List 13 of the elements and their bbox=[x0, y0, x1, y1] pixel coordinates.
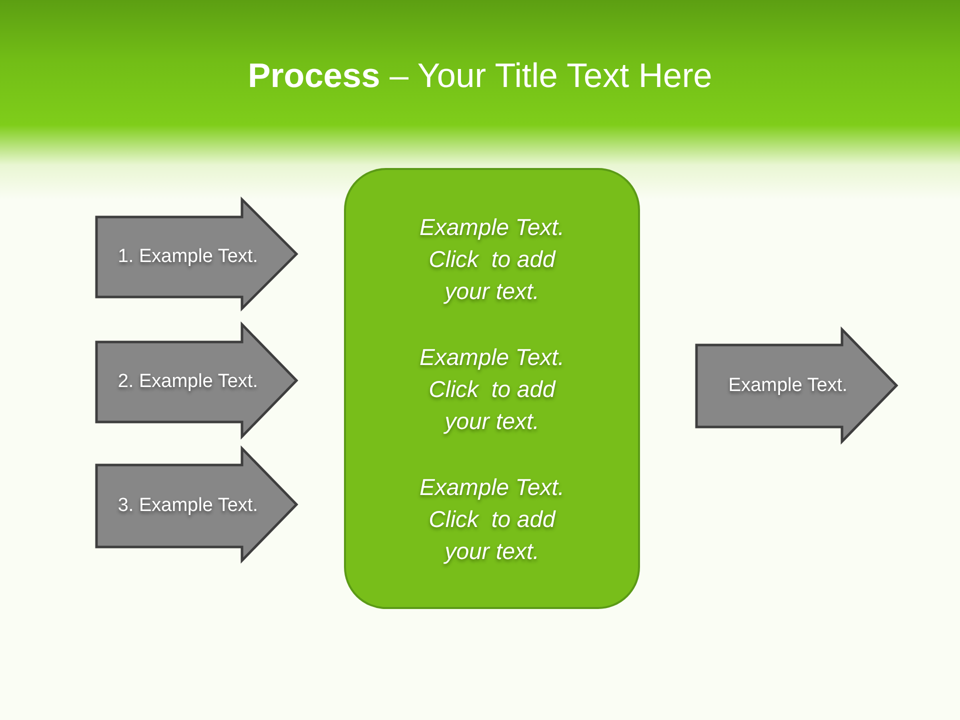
arrow-shape bbox=[695, 328, 898, 443]
arrow-shape bbox=[95, 323, 298, 438]
arrow-shape bbox=[95, 447, 298, 562]
panel-text: Example Text. Click to add your text. bbox=[418, 342, 566, 436]
arrow-shape bbox=[95, 198, 298, 310]
arrow-label: Example Text. bbox=[728, 374, 848, 398]
panel-text: Example Text. Click to add your text. bbox=[418, 472, 566, 566]
arrow-label: 2. Example Text. bbox=[118, 370, 258, 394]
arrow-label: 1. Example Text. bbox=[118, 245, 258, 269]
text-panel bbox=[344, 168, 640, 609]
panel-text: Example Text. Click to add your text. bbox=[418, 212, 566, 306]
arrow-label: 3. Example Text. bbox=[118, 494, 258, 518]
slide-title: Process – Your Title Text Here bbox=[248, 56, 712, 97]
